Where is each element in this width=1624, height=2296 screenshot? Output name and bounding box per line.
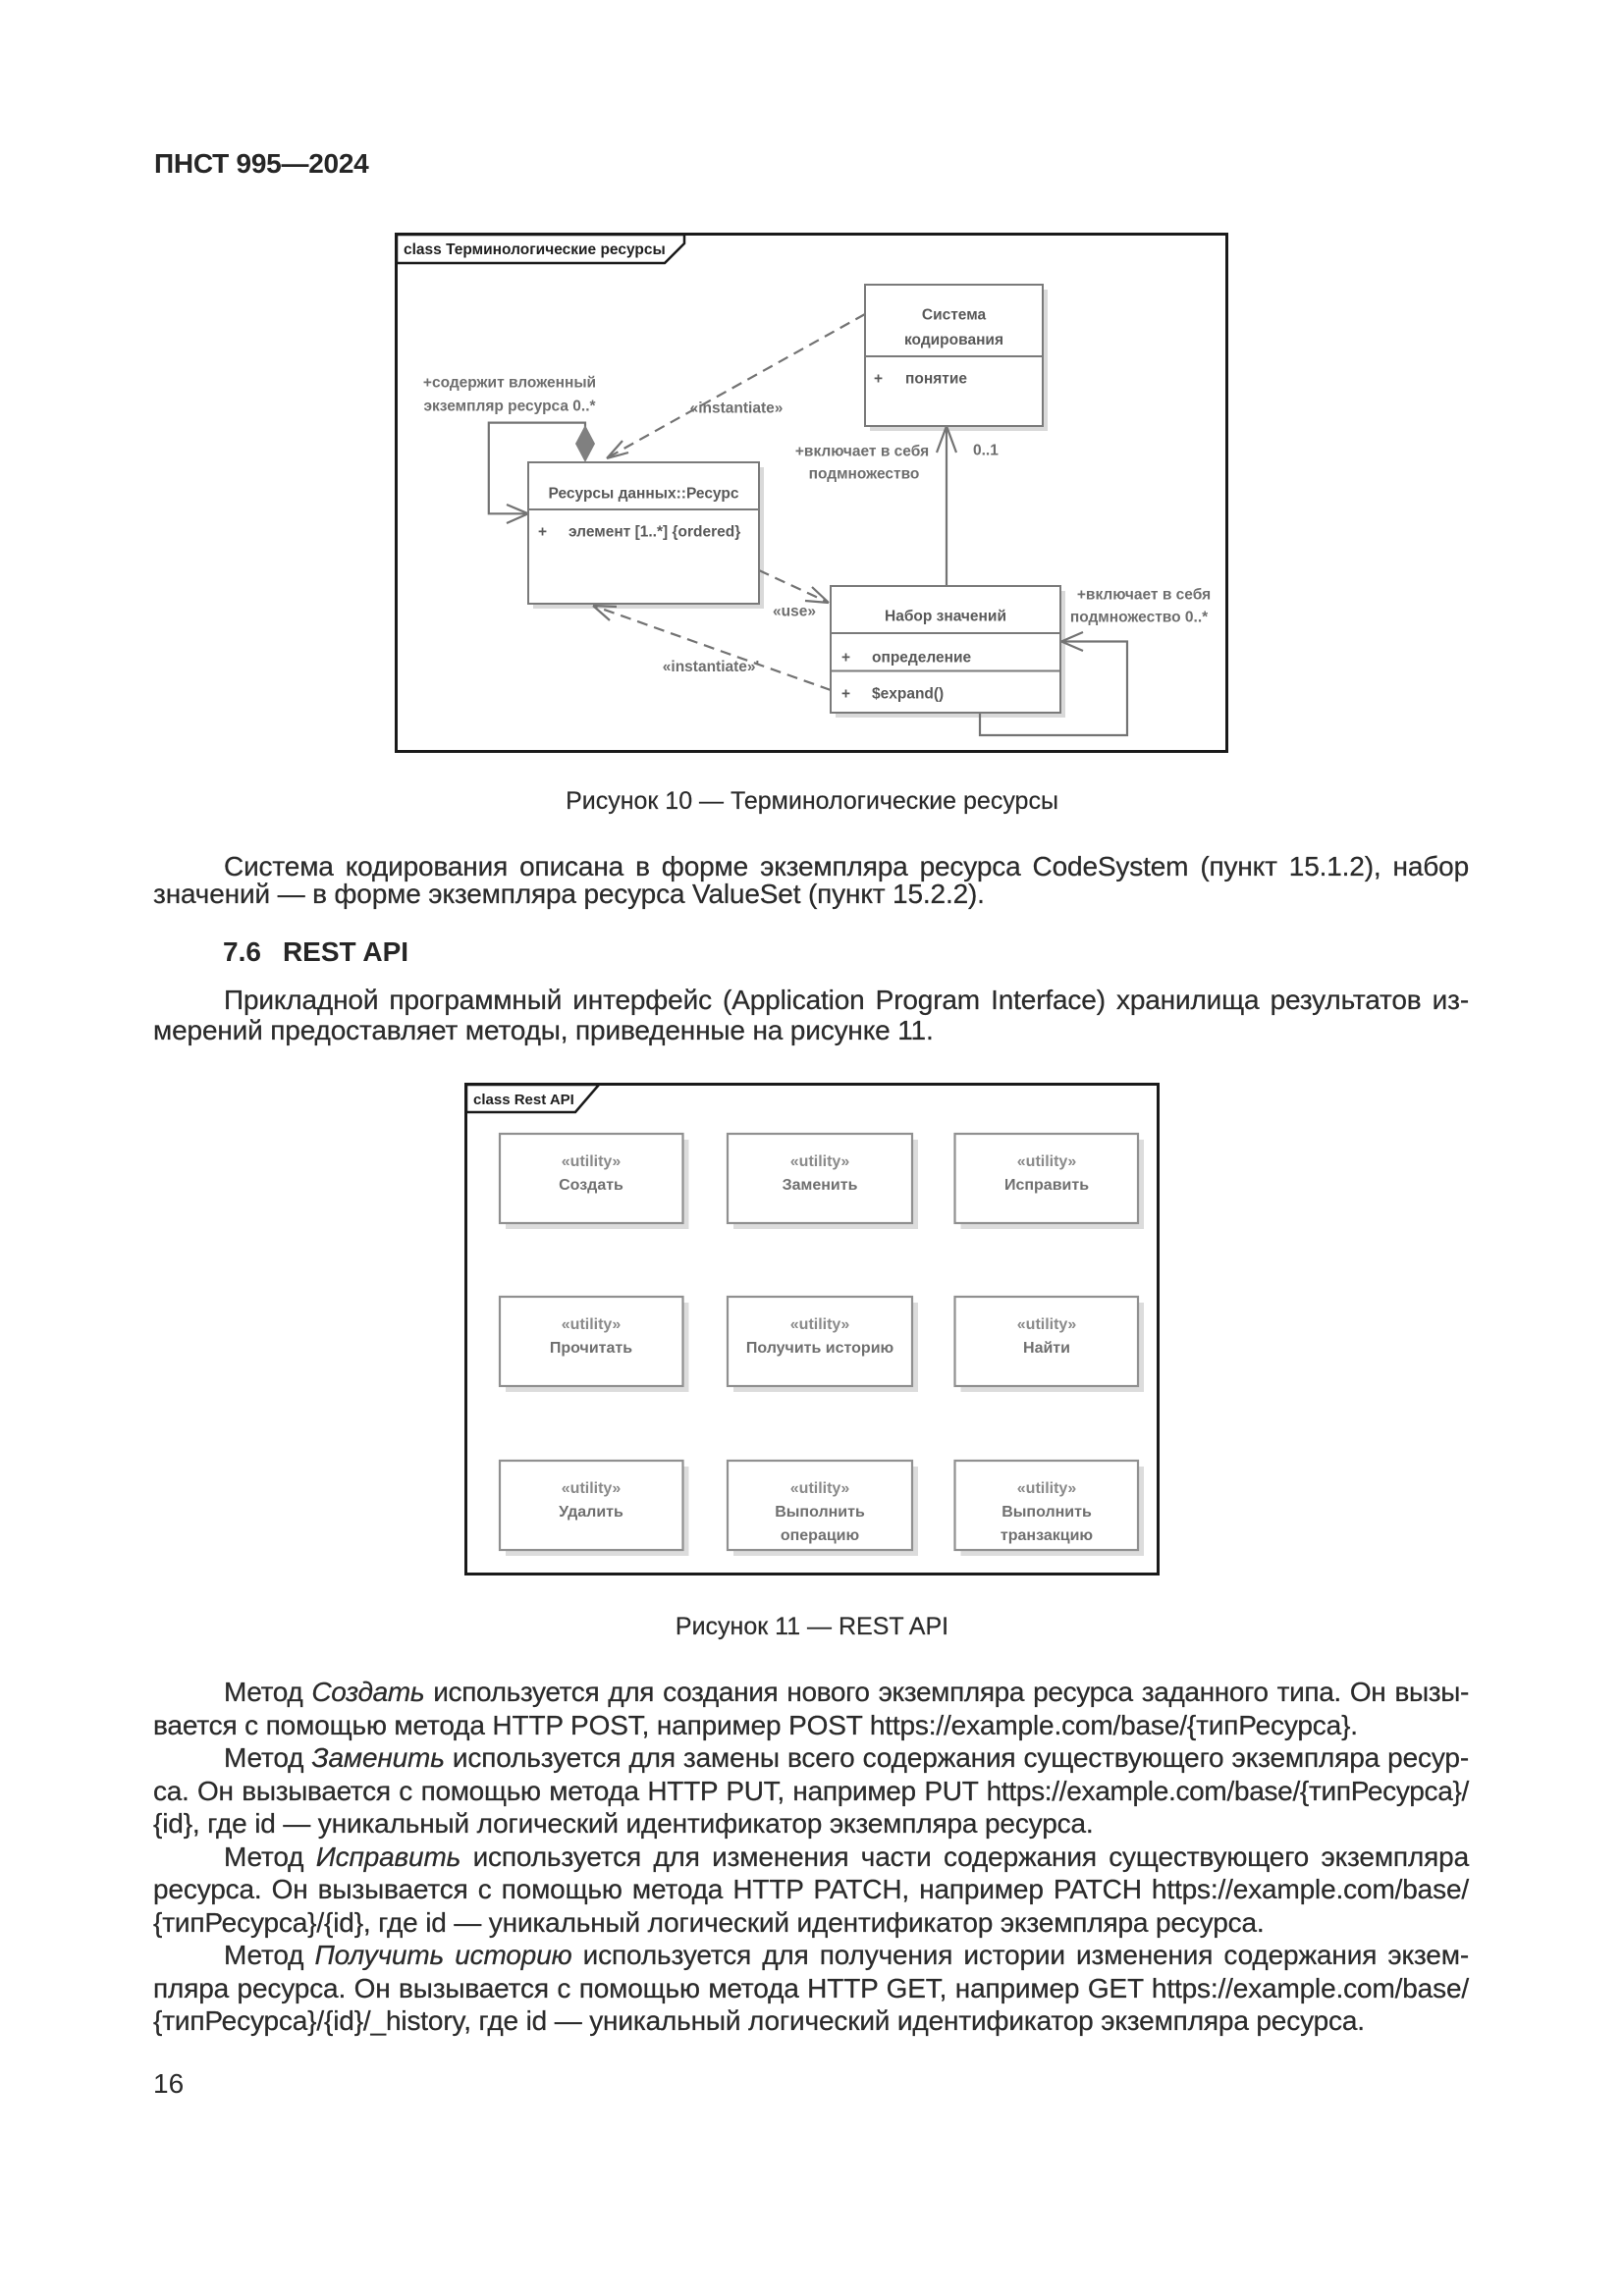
svg-text:экземпляр ресурса 0..*: экземпляр ресурса 0..*: [423, 399, 596, 415]
svg-text:Ресурсы данных::Ресурс: Ресурсы данных::Ресурс: [549, 485, 739, 502]
svg-text:Получить историю: Получить историю: [746, 1340, 894, 1357]
svg-text:транзакцию: транзакцию: [1001, 1527, 1093, 1544]
svg-text:Выполнить: Выполнить: [1001, 1504, 1092, 1521]
svg-text:«utility»: «utility»: [1017, 1480, 1077, 1497]
svg-text:0..1: 0..1: [973, 442, 999, 458]
svg-text:«utility»: «utility»: [562, 1480, 622, 1497]
svg-text:понятие: понятие: [905, 370, 967, 387]
svg-text:подмножество 0..*: подмножество 0..*: [1070, 609, 1209, 625]
svg-text:Найти: Найти: [1023, 1340, 1070, 1357]
svg-text:«use»: «use»: [773, 603, 816, 619]
svg-text:+: +: [841, 649, 850, 666]
svg-text:Удалить: Удалить: [559, 1504, 623, 1521]
svg-text:class Rest API: class Rest API: [473, 1092, 574, 1108]
svg-text:«utility»: «utility»: [790, 1480, 850, 1497]
svg-text:«utility»: «utility»: [1017, 1153, 1077, 1170]
svg-text:Набор значений: Набор значений: [885, 608, 1006, 624]
svg-text:определение: определение: [872, 649, 972, 666]
svg-text:элемент [1..*] {ordered}: элемент [1..*] {ordered}: [568, 523, 740, 540]
svg-text:+включает в себя: +включает в себя: [1077, 586, 1211, 603]
svg-text:«utility»: «utility»: [562, 1316, 622, 1333]
svg-text:«utility»: «utility»: [562, 1153, 622, 1170]
svg-text:«utility»: «utility»: [1017, 1316, 1077, 1333]
svg-text:Создать: Создать: [559, 1177, 623, 1194]
svg-text:Выполнить: Выполнить: [775, 1504, 865, 1521]
svg-text:+: +: [874, 370, 883, 387]
svg-text:+: +: [538, 523, 547, 540]
svg-text:кодирования: кодирования: [904, 332, 1003, 348]
svg-text:«utility»: «utility»: [790, 1153, 850, 1170]
svg-text:операцию: операцию: [781, 1527, 860, 1544]
svg-text:Исправить: Исправить: [1004, 1177, 1089, 1194]
svg-text:«instantiate»': «instantiate»': [663, 659, 759, 675]
svg-text:+содержит вложенный: +содержит вложенный: [423, 375, 596, 392]
svg-text:Прочитать: Прочитать: [550, 1340, 632, 1357]
svg-text:подмножество: подмножество: [809, 466, 920, 483]
svg-text:+: +: [841, 685, 850, 702]
svg-text:Заменить: Заменить: [783, 1177, 858, 1194]
svg-text:«utility»: «utility»: [790, 1316, 850, 1333]
svg-text:«instantiate»: «instantiate»: [690, 400, 784, 416]
svg-text:Система: Система: [922, 306, 987, 323]
svg-text:+включает в себя: +включает в себя: [795, 444, 929, 460]
svg-text:class Терминологические ресурс: class Терминологические ресурсы: [404, 241, 666, 258]
svg-text:$expand(): $expand(): [872, 685, 944, 702]
